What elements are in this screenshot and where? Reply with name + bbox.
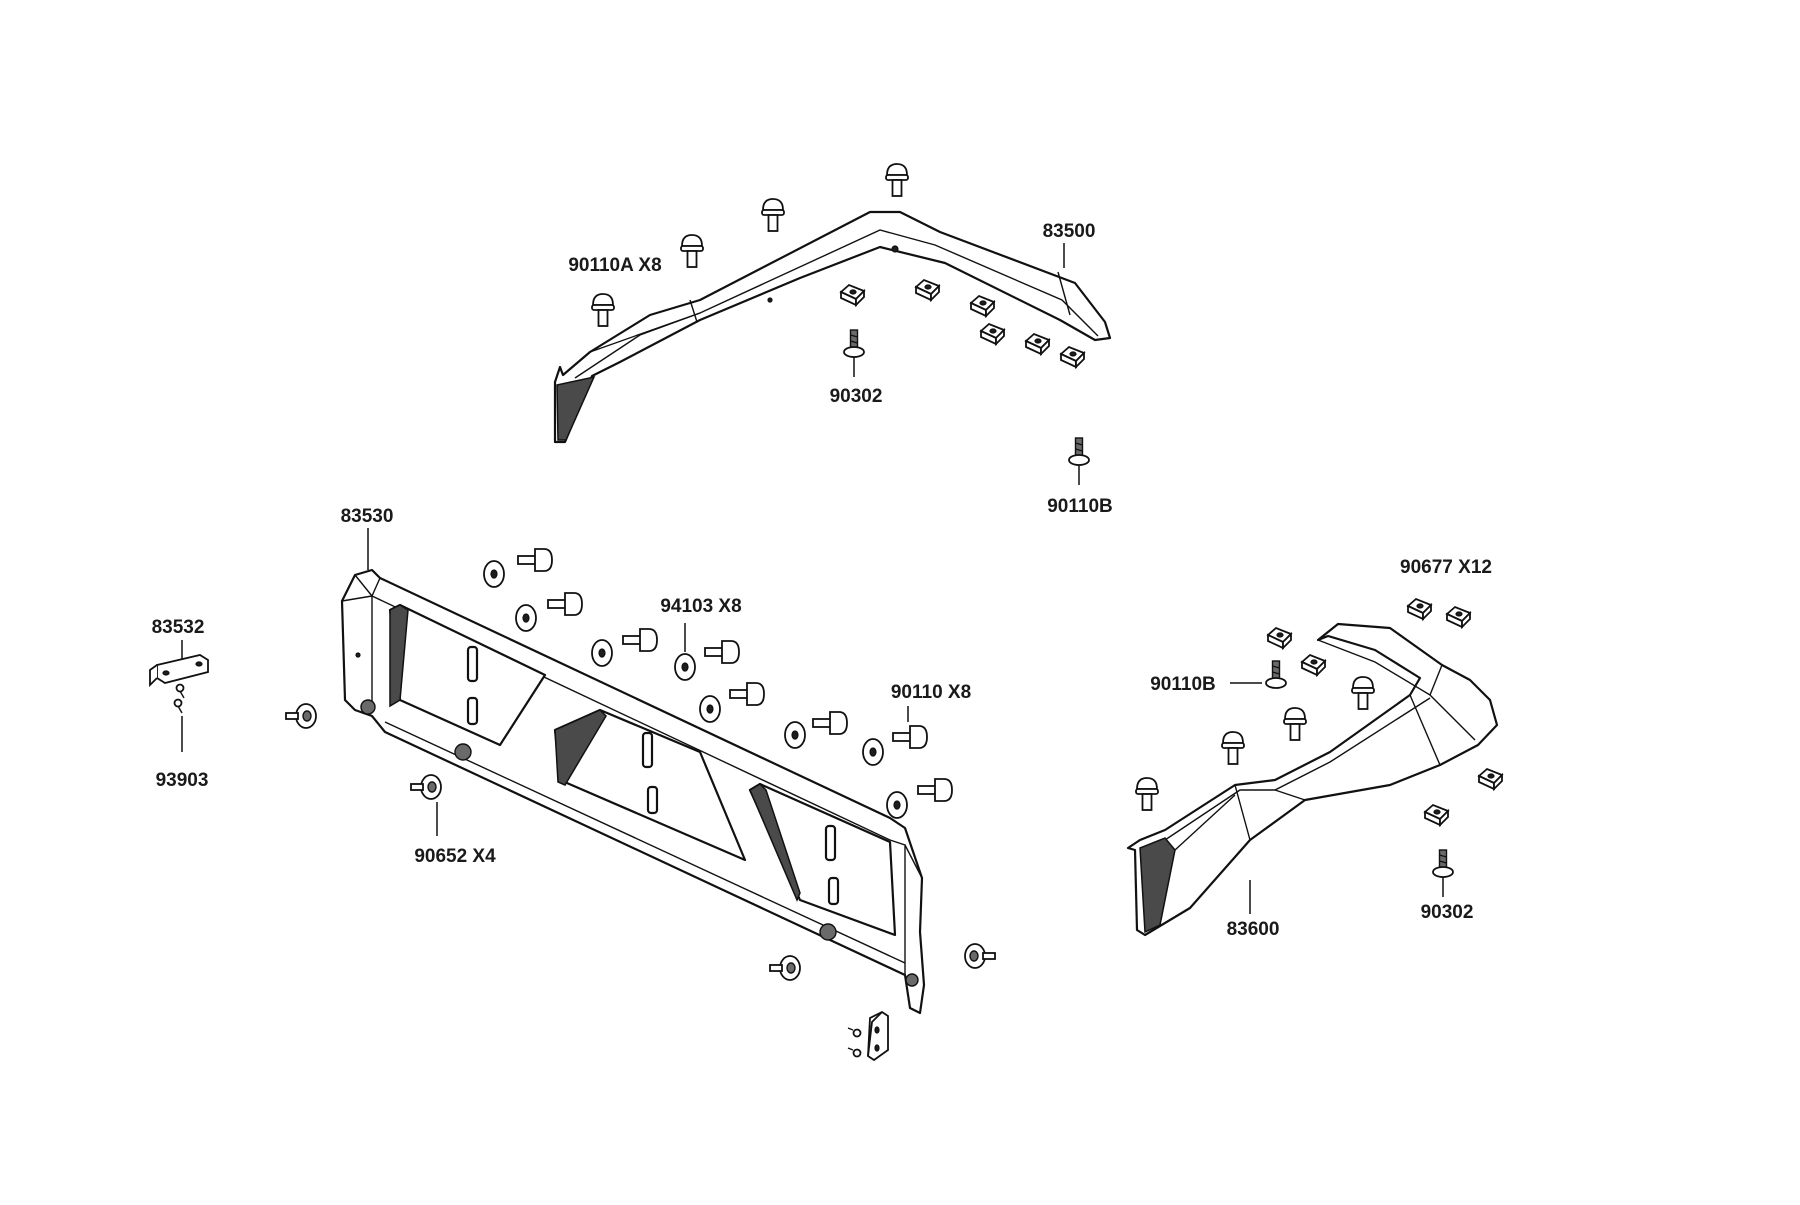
label-90110b-right: 90110B [1150, 674, 1216, 695]
screw-90302-upper [843, 329, 865, 358]
screws-93903 [173, 683, 185, 714]
label-90652: 90652 X4 [414, 846, 496, 867]
label-83500: 83500 [1043, 221, 1096, 242]
bracket-lower [847, 1010, 889, 1062]
screw-90110b-upper [1068, 437, 1090, 466]
label-90302-right: 90302 [1421, 902, 1474, 923]
label-90110: 90110 X8 [891, 682, 971, 703]
label-90677: 90677 X12 [1400, 557, 1492, 578]
label-90302-upper: 90302 [830, 386, 883, 407]
part-83600-right-rail [1126, 622, 1499, 937]
label-83600: 83600 [1227, 919, 1280, 940]
bracket-83532 [149, 654, 209, 688]
screw-90302-right [1432, 849, 1454, 878]
label-83532: 83532 [152, 617, 205, 638]
label-83530: 83530 [341, 506, 394, 527]
part-83500-upper-rail [553, 210, 1112, 444]
label-90110a: 90110A X8 [568, 255, 661, 276]
label-90110b-upper: 90110B [1047, 496, 1113, 517]
screw-90110b-right [1265, 660, 1287, 689]
callout-labels: 83500 90110A X8 90302 90110B 83530 94103… [152, 221, 1492, 940]
part-83530-front-panel [340, 568, 926, 1015]
label-94103: 94103 X8 [660, 596, 741, 617]
label-93903: 93903 [156, 770, 209, 791]
